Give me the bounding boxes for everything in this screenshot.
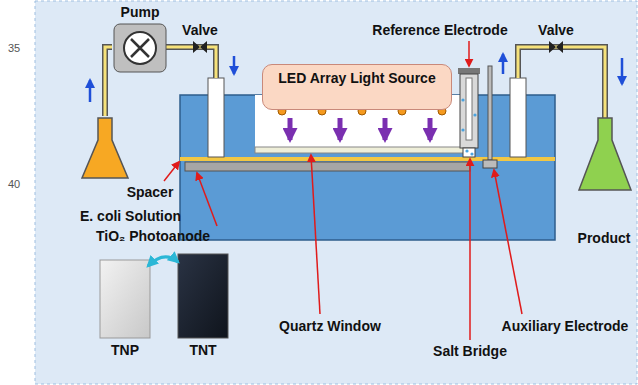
auxiliary-electrode-tip xyxy=(483,160,497,168)
reference-electrode xyxy=(460,74,478,148)
sample-name: TNP xyxy=(111,342,139,358)
electrolyte-dot xyxy=(461,128,464,131)
light-arrow xyxy=(383,118,388,140)
electrode-cap xyxy=(458,68,480,74)
part-name: Reference Electrode xyxy=(372,22,507,38)
part-name: Quartz Window xyxy=(279,318,381,334)
tnt-photo xyxy=(178,254,228,338)
tube-outline xyxy=(166,47,216,78)
flask xyxy=(82,118,128,178)
leader-line xyxy=(494,170,522,314)
sample-name: TNT xyxy=(189,342,216,358)
tube-connector xyxy=(105,47,112,116)
valve-symbol xyxy=(193,41,207,53)
pump-housing xyxy=(114,24,166,72)
part-name: TiO₂ Photoanode xyxy=(96,228,210,244)
pump-node: Pump xyxy=(112,4,168,74)
leader-line xyxy=(164,162,179,181)
tnp-photo xyxy=(100,260,150,338)
node-text: Product xyxy=(578,230,631,246)
leader-line xyxy=(197,173,217,226)
salt-bridge xyxy=(463,148,475,157)
flow-arrow xyxy=(502,54,505,74)
auxiliary-electrode xyxy=(488,66,492,160)
part-name: Salt Bridge xyxy=(433,343,507,359)
pump-cross xyxy=(131,39,149,57)
light-arrow xyxy=(288,118,293,140)
photoanode xyxy=(185,162,470,171)
pump-rotor xyxy=(124,32,156,64)
flask xyxy=(579,118,631,190)
electrolyte-dot xyxy=(465,149,468,152)
electrolyte-dot xyxy=(470,152,473,155)
spacer xyxy=(180,157,555,161)
reactor-body xyxy=(180,95,555,240)
valve-symbol xyxy=(549,41,563,53)
tube xyxy=(518,47,605,118)
flow-arrow xyxy=(621,58,624,84)
light-source-box: LED Array Light Source xyxy=(262,64,452,110)
node-text: Pump xyxy=(121,4,160,20)
product-flask-node: Product xyxy=(573,118,636,246)
leader-line xyxy=(469,159,471,340)
light-arrow xyxy=(428,118,433,140)
electrolyte-dot xyxy=(473,113,476,116)
panel-ground xyxy=(35,1,637,384)
tube-outline xyxy=(518,47,605,118)
part-name: Auxiliary Electrode xyxy=(502,318,629,334)
part-name: Valve xyxy=(182,22,218,38)
feed-flask-node: E. coli Solution xyxy=(80,116,192,224)
tube-outline xyxy=(105,47,112,116)
conversion-arrow xyxy=(148,257,178,266)
node-text: E. coli Solution xyxy=(80,208,181,224)
leader-line xyxy=(311,155,320,314)
flow-arrow xyxy=(89,80,92,102)
part-name: Spacer xyxy=(127,184,174,200)
flow-arrow xyxy=(233,56,236,74)
light-arrow xyxy=(338,118,343,140)
electrode-core xyxy=(466,78,472,140)
quartz-window xyxy=(255,147,465,153)
outlet-column xyxy=(510,78,526,157)
line-number: 35 xyxy=(8,40,20,56)
node-text: LED Array Light Source xyxy=(278,70,435,86)
tube xyxy=(166,47,216,78)
inlet-column xyxy=(208,78,224,157)
electrolyte-dot xyxy=(461,98,464,101)
leader-line xyxy=(468,41,470,66)
line-number: 40 xyxy=(8,176,20,192)
part-name: Valve xyxy=(538,22,574,38)
